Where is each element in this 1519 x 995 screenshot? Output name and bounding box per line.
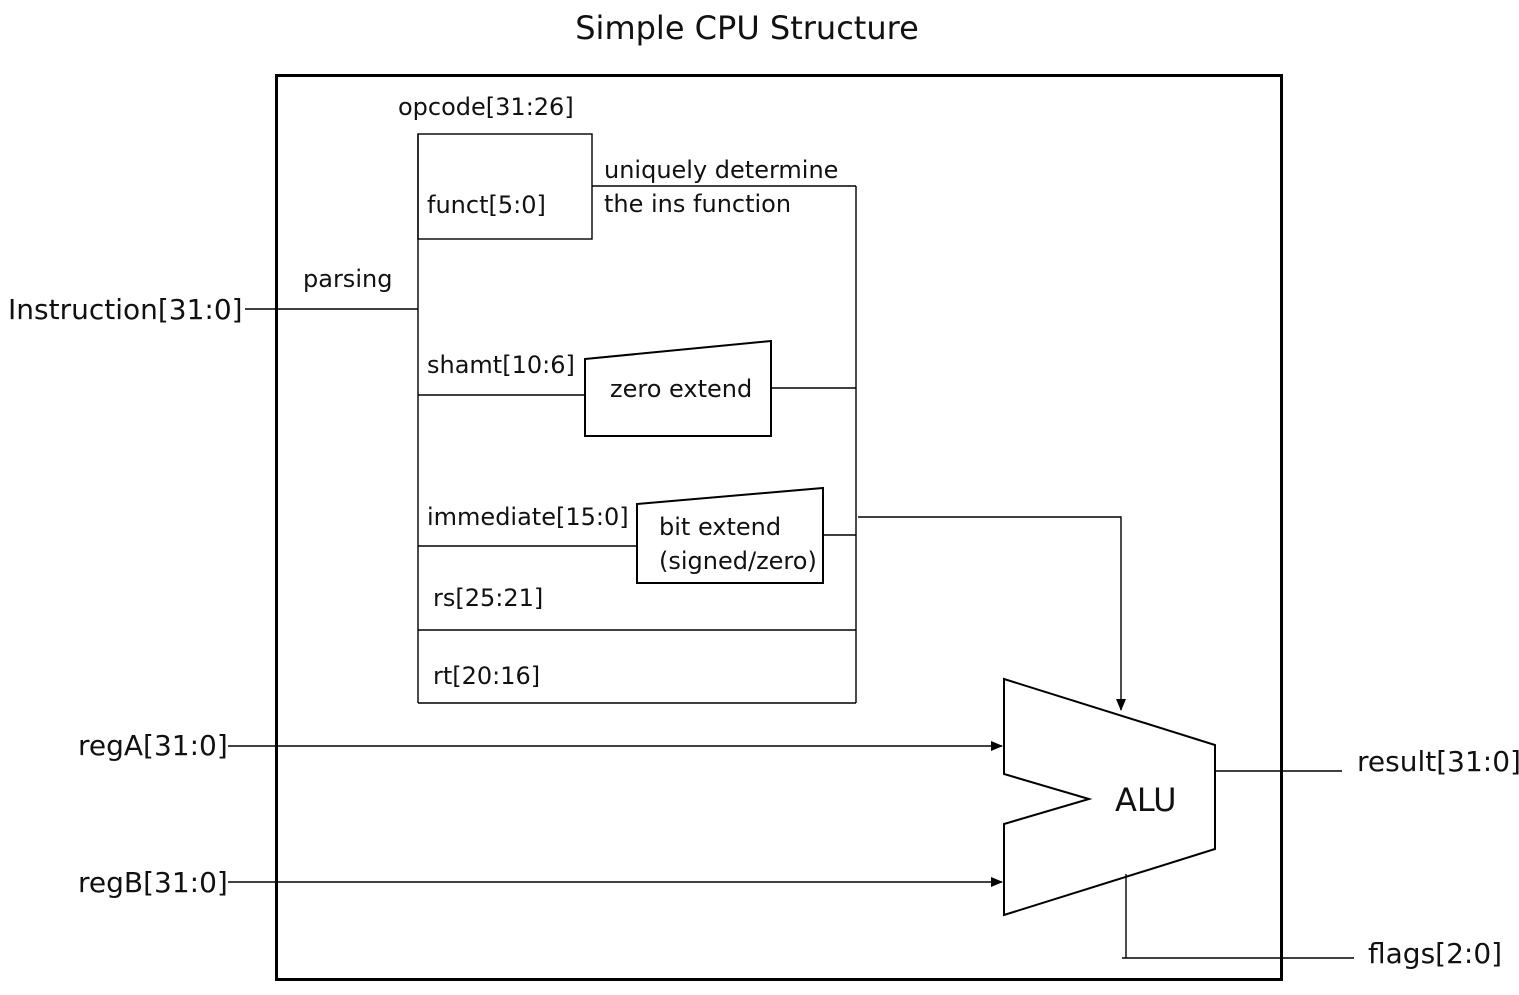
parsing-label: parsing <box>303 265 392 293</box>
rs-label: rs[25:21] <box>433 584 543 612</box>
bit-extend-label-line1: bit extend <box>659 513 781 541</box>
determine-label-line2: the ins function <box>604 190 791 218</box>
rt-label: rt[20:16] <box>433 662 540 690</box>
instruction-input-label: Instruction[31:0] <box>8 293 243 326</box>
bit-extend-label-line2: (signed/zero) <box>659 547 817 575</box>
funct-label: funct[5:0] <box>427 191 546 219</box>
result-output-label: result[31:0] <box>1357 745 1519 778</box>
bit-extend-block <box>636 486 824 584</box>
funct-box <box>417 133 593 240</box>
alu-label: ALU <box>1115 781 1177 819</box>
control-to-alu-wire <box>858 516 1126 711</box>
diagram-title: Simple CPU Structure <box>575 9 919 47</box>
alu-block <box>1003 677 1216 917</box>
zero-extend-block <box>584 339 772 437</box>
shamt-label: shamt[10:6] <box>427 351 575 379</box>
opcode-label: opcode[31:26] <box>398 93 574 121</box>
immediate-label: immediate[15:0] <box>427 503 629 531</box>
reg-b-input-label: regB[31:0] <box>78 866 228 899</box>
reg-a-input-label: regA[31:0] <box>78 729 228 762</box>
cpu-frame <box>275 74 1283 981</box>
zero-extend-label: zero extend <box>610 375 752 403</box>
determine-label-line1: uniquely determine <box>604 156 838 184</box>
flags-output-label: flags[2:0] <box>1368 937 1502 970</box>
